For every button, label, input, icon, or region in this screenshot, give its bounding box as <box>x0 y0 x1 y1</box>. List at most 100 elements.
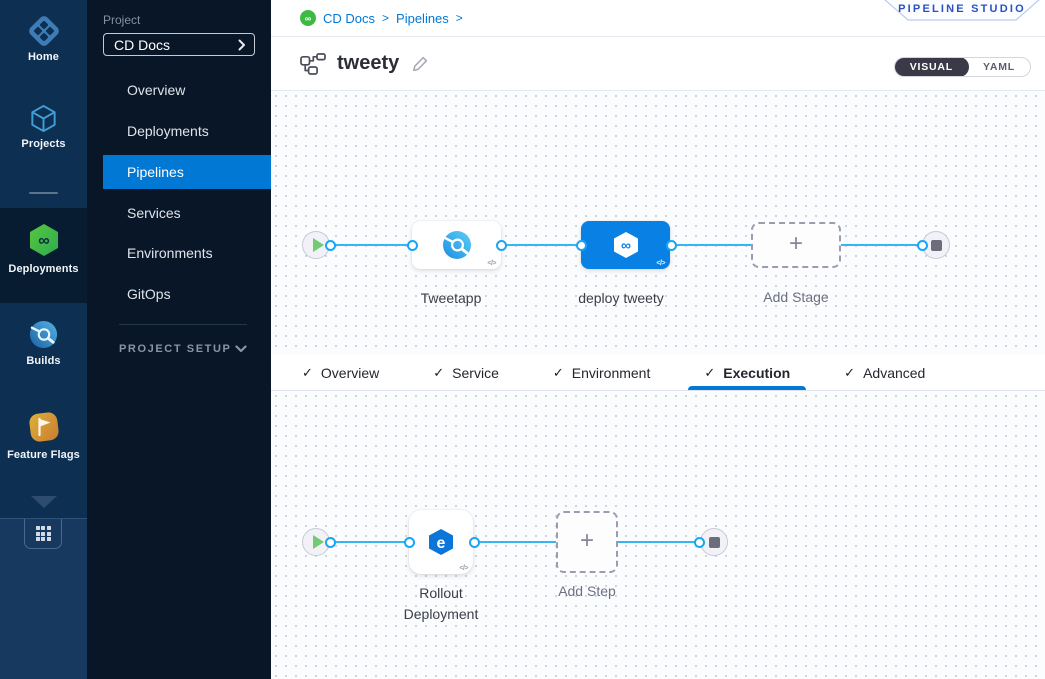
pipeline-studio-label: PIPELINE STUDIO <box>898 3 1026 15</box>
stage-canvas[interactable]: </> ∞ </> + Tweetapp deploy tweety Add S… <box>271 91 1045 355</box>
rail-label-home: Home <box>28 51 59 63</box>
svg-text:∞: ∞ <box>305 14 312 24</box>
pipeline-graph-icon <box>300 52 326 75</box>
breadcrumb-project-link[interactable]: CD Docs <box>323 10 376 26</box>
add-stage-button[interactable]: + <box>751 222 841 268</box>
visual-yaml-toggle[interactable]: VISUAL YAML <box>893 57 1031 77</box>
play-icon <box>312 535 324 549</box>
sidebar-item-environments[interactable]: Environments <box>127 245 213 261</box>
add-step-label: Add Step <box>558 583 616 599</box>
project-label: Project <box>103 13 141 27</box>
stop-icon <box>930 239 942 251</box>
nav-projects[interactable]: Projects <box>0 103 87 150</box>
tab-advanced[interactable]: ✓ Advanced <box>828 355 941 390</box>
connector-port[interactable] <box>693 536 705 548</box>
connector-port[interactable] <box>324 239 336 251</box>
cube-icon <box>31 104 56 133</box>
rail-label-deployments: Deployments <box>8 263 79 275</box>
connector-port[interactable] <box>495 239 507 251</box>
connector-port[interactable] <box>916 239 928 251</box>
home-modules-icon <box>28 16 59 46</box>
check-icon: ✓ <box>302 364 313 380</box>
ribbon-shape <box>884 0 1040 21</box>
flag-icon <box>28 412 59 442</box>
stage-label: deploy tweety <box>578 290 664 306</box>
rail-label-feature-flags: Feature Flags <box>7 449 80 461</box>
tab-execution[interactable]: ✓ Execution <box>688 355 806 390</box>
tab-overview[interactable]: ✓ Overview <box>286 355 395 390</box>
sidebar-item-overview[interactable]: Overview <box>127 82 186 98</box>
cd-module-icon: ∞ <box>300 10 316 26</box>
execution-start-node <box>302 528 330 556</box>
connector-port[interactable] <box>406 239 418 251</box>
k8s-rollout-icon: e <box>429 529 453 555</box>
svg-text:∞: ∞ <box>38 233 49 250</box>
stop-icon <box>708 536 720 548</box>
sidebar-item-gitops[interactable]: GitOps <box>127 286 171 302</box>
breadcrumb-separator: > <box>455 11 463 25</box>
pipeline-name: tweety <box>337 52 400 74</box>
check-icon: ✓ <box>433 364 445 380</box>
add-stage-label: Add Stage <box>763 289 829 305</box>
stage-node-tweetapp[interactable]: </> <box>412 221 501 269</box>
check-icon: ✓ <box>704 364 716 380</box>
connector-port[interactable] <box>665 239 677 251</box>
chevron-right-icon <box>238 39 245 50</box>
nav-deployments[interactable]: ∞ Deployments <box>0 222 87 275</box>
rail-label-projects: Projects <box>21 138 66 150</box>
connector-port[interactable] <box>575 239 587 251</box>
breadcrumb-pipelines-link[interactable]: Pipelines <box>396 10 449 26</box>
play-icon <box>312 238 324 252</box>
svg-text:∞: ∞ <box>621 237 631 253</box>
yaml-code-icon: </> <box>459 565 468 572</box>
toggle-yaml[interactable]: YAML <box>983 61 1015 73</box>
chevron-down-icon[interactable] <box>31 496 57 508</box>
project-selector[interactable]: CD Docs <box>103 33 255 56</box>
tab-service[interactable]: ✓ Service <box>417 355 515 390</box>
rail-bottom-section <box>0 518 87 679</box>
connector-port[interactable] <box>403 536 415 548</box>
nav-feature-flags[interactable]: Feature Flags <box>0 409 87 461</box>
main-area: ∞ CD Docs > Pipelines > PIPELINE STUDIO … <box>271 0 1045 679</box>
toggle-visual[interactable]: VISUAL <box>894 58 970 76</box>
execution-canvas[interactable]: e </> + Rollout Deployment Add Step <box>271 391 1045 679</box>
step-node-rollout-deployment[interactable]: e </> <box>409 510 473 574</box>
plus-icon: + <box>579 527 594 554</box>
tab-label: Environment <box>571 364 651 381</box>
check-icon: ✓ <box>552 364 564 380</box>
nav-builds[interactable]: Builds <box>0 319 87 367</box>
step-label: Rollout Deployment <box>403 585 479 622</box>
grid-apps-icon <box>35 526 51 541</box>
tab-environment[interactable]: ✓ Environment <box>537 355 667 390</box>
sidebar-item-deployments[interactable]: Deployments <box>127 123 209 139</box>
add-step-button[interactable]: + <box>556 511 618 573</box>
yaml-code-icon: </> <box>487 260 496 267</box>
project-sidebar: Project CD Docs Overview Deployments Pip… <box>87 0 271 679</box>
rail-divider <box>29 192 58 194</box>
nav-home[interactable]: Home <box>0 14 87 63</box>
deploy-stage-icon: ∞ <box>613 232 638 258</box>
apps-menu-button[interactable] <box>24 519 62 549</box>
build-stage-icon <box>442 231 471 259</box>
project-setup-label: PROJECT SETUP <box>119 343 232 355</box>
stage-config-tabs: ✓ Overview ✓ Service ✓ Environment ✓ Exe… <box>271 355 1045 391</box>
plus-icon: + <box>788 230 803 257</box>
project-setup-toggle[interactable]: PROJECT SETUP <box>119 343 247 355</box>
sidebar-item-services[interactable]: Services <box>127 205 181 221</box>
sidebar-divider <box>119 324 247 325</box>
chevron-down-icon <box>235 345 247 353</box>
check-icon: ✓ <box>844 364 856 380</box>
execution-end-node <box>700 528 728 556</box>
tab-label: Execution <box>723 364 791 381</box>
svg-text:e: e <box>437 535 446 552</box>
stage-node-deploy-tweety[interactable]: ∞ </> <box>581 221 670 269</box>
connector-port[interactable] <box>324 536 336 548</box>
module-rail: Home Projects ∞ Deployments <box>0 0 87 679</box>
pipeline-title-row: tweety <box>271 37 1045 91</box>
pipeline-start-node <box>302 231 330 259</box>
connector-port[interactable] <box>468 536 480 548</box>
edit-pencil-icon[interactable] <box>411 54 430 73</box>
sidebar-item-pipelines[interactable]: Pipelines <box>103 155 271 189</box>
breadcrumb: ∞ CD Docs > Pipelines > <box>300 10 463 26</box>
tab-label: Advanced <box>863 364 926 381</box>
